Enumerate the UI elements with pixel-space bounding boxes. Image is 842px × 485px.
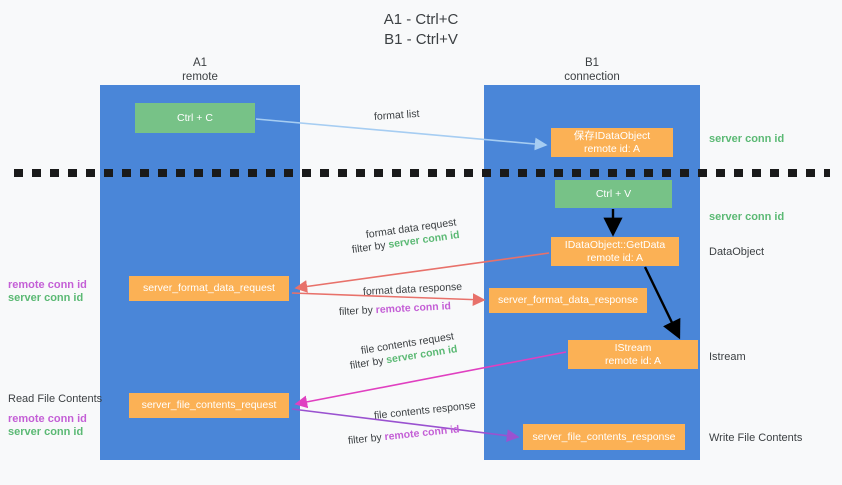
box-server-format-data-request[interactable]: server_format_data_request [129,276,289,301]
box-istream[interactable]: IStream remote id: A [568,340,698,369]
filter-prefix: filter by [351,238,390,256]
box-server-format-data-request-label: server_format_data_request [143,282,275,294]
flow-label-file-contents-response-filter: filter by remote conn id [347,422,460,448]
box-ctrl-v[interactable]: Ctrl + V [555,180,672,208]
annotation-right-server-conn-id-mid: server conn id [709,211,785,223]
box-istream-line1: IStream [614,341,652,354]
flow-label-format-data-response-filter: filter by remote conn id [339,299,452,319]
flow-label-file-contents-response: file contents response [373,399,477,422]
annotation-left-remote-conn-id-top: remote conn id [8,279,87,291]
box-ctrl-c[interactable]: Ctrl + C [135,103,255,133]
column-header-a1: A1 remote [182,57,218,83]
annotation-left-server-conn-id-bottom: server conn id [8,426,84,438]
annotation-right-dataobject: DataObject [709,246,765,258]
flow-label-format-data-response: format data response [362,280,463,298]
page-title: A1 - Ctrl+C B1 - Ctrl+V [383,11,459,48]
box-server-format-data-response-label: server_format_data_response [497,294,639,306]
box-server-file-contents-response-label: server_file_contents_response [532,430,676,443]
box-istream-line2: remote id: A [604,354,662,367]
annotation-right-write-file-contents: Write File Contents [709,432,803,444]
box-idataobject-getdata[interactable]: IDataObject::GetData remote id: A [551,237,679,266]
annotation-left-server-conn-id-top: server conn id [8,292,84,304]
filter-value-remote-conn-id: remote conn id [375,300,452,317]
box-ctrl-c-label: Ctrl + C [177,111,213,124]
filter-prefix: filter by [347,431,386,447]
annotation-left-remote-conn-id-bottom: remote conn id [8,413,87,425]
box-server-format-data-response[interactable]: server_format_data_response [489,288,647,313]
box-save-idataobject-line2: remote id: A [583,142,641,155]
filter-prefix: filter by [349,354,388,372]
box-server-file-contents-request[interactable]: server_file_contents_request [129,393,289,418]
box-idataobject-getdata-line2: remote id: A [586,251,644,264]
box-save-idataobject[interactable]: 保存IDataObject remote id: A [551,128,673,157]
flow-label-format-list: format list [373,107,420,123]
column-header-b1: B1 connection [564,57,620,83]
box-server-file-contents-request-label: server_file_contents_request [141,399,277,411]
box-idataobject-getdata-line1: IDataObject::GetData [564,238,666,251]
filter-prefix: filter by [338,304,377,318]
annotation-right-istream: Istream [709,351,746,363]
annotation-left-read-file-contents: Read File Contents [8,393,103,405]
box-ctrl-v-label: Ctrl + V [595,187,632,200]
annotation-right-server-conn-id-top: server conn id [709,133,785,145]
filter-value-remote-conn-id: remote conn id [383,423,461,444]
box-save-idataobject-line1: 保存IDataObject [573,129,651,142]
box-server-file-contents-response[interactable]: server_file_contents_response [523,424,685,450]
